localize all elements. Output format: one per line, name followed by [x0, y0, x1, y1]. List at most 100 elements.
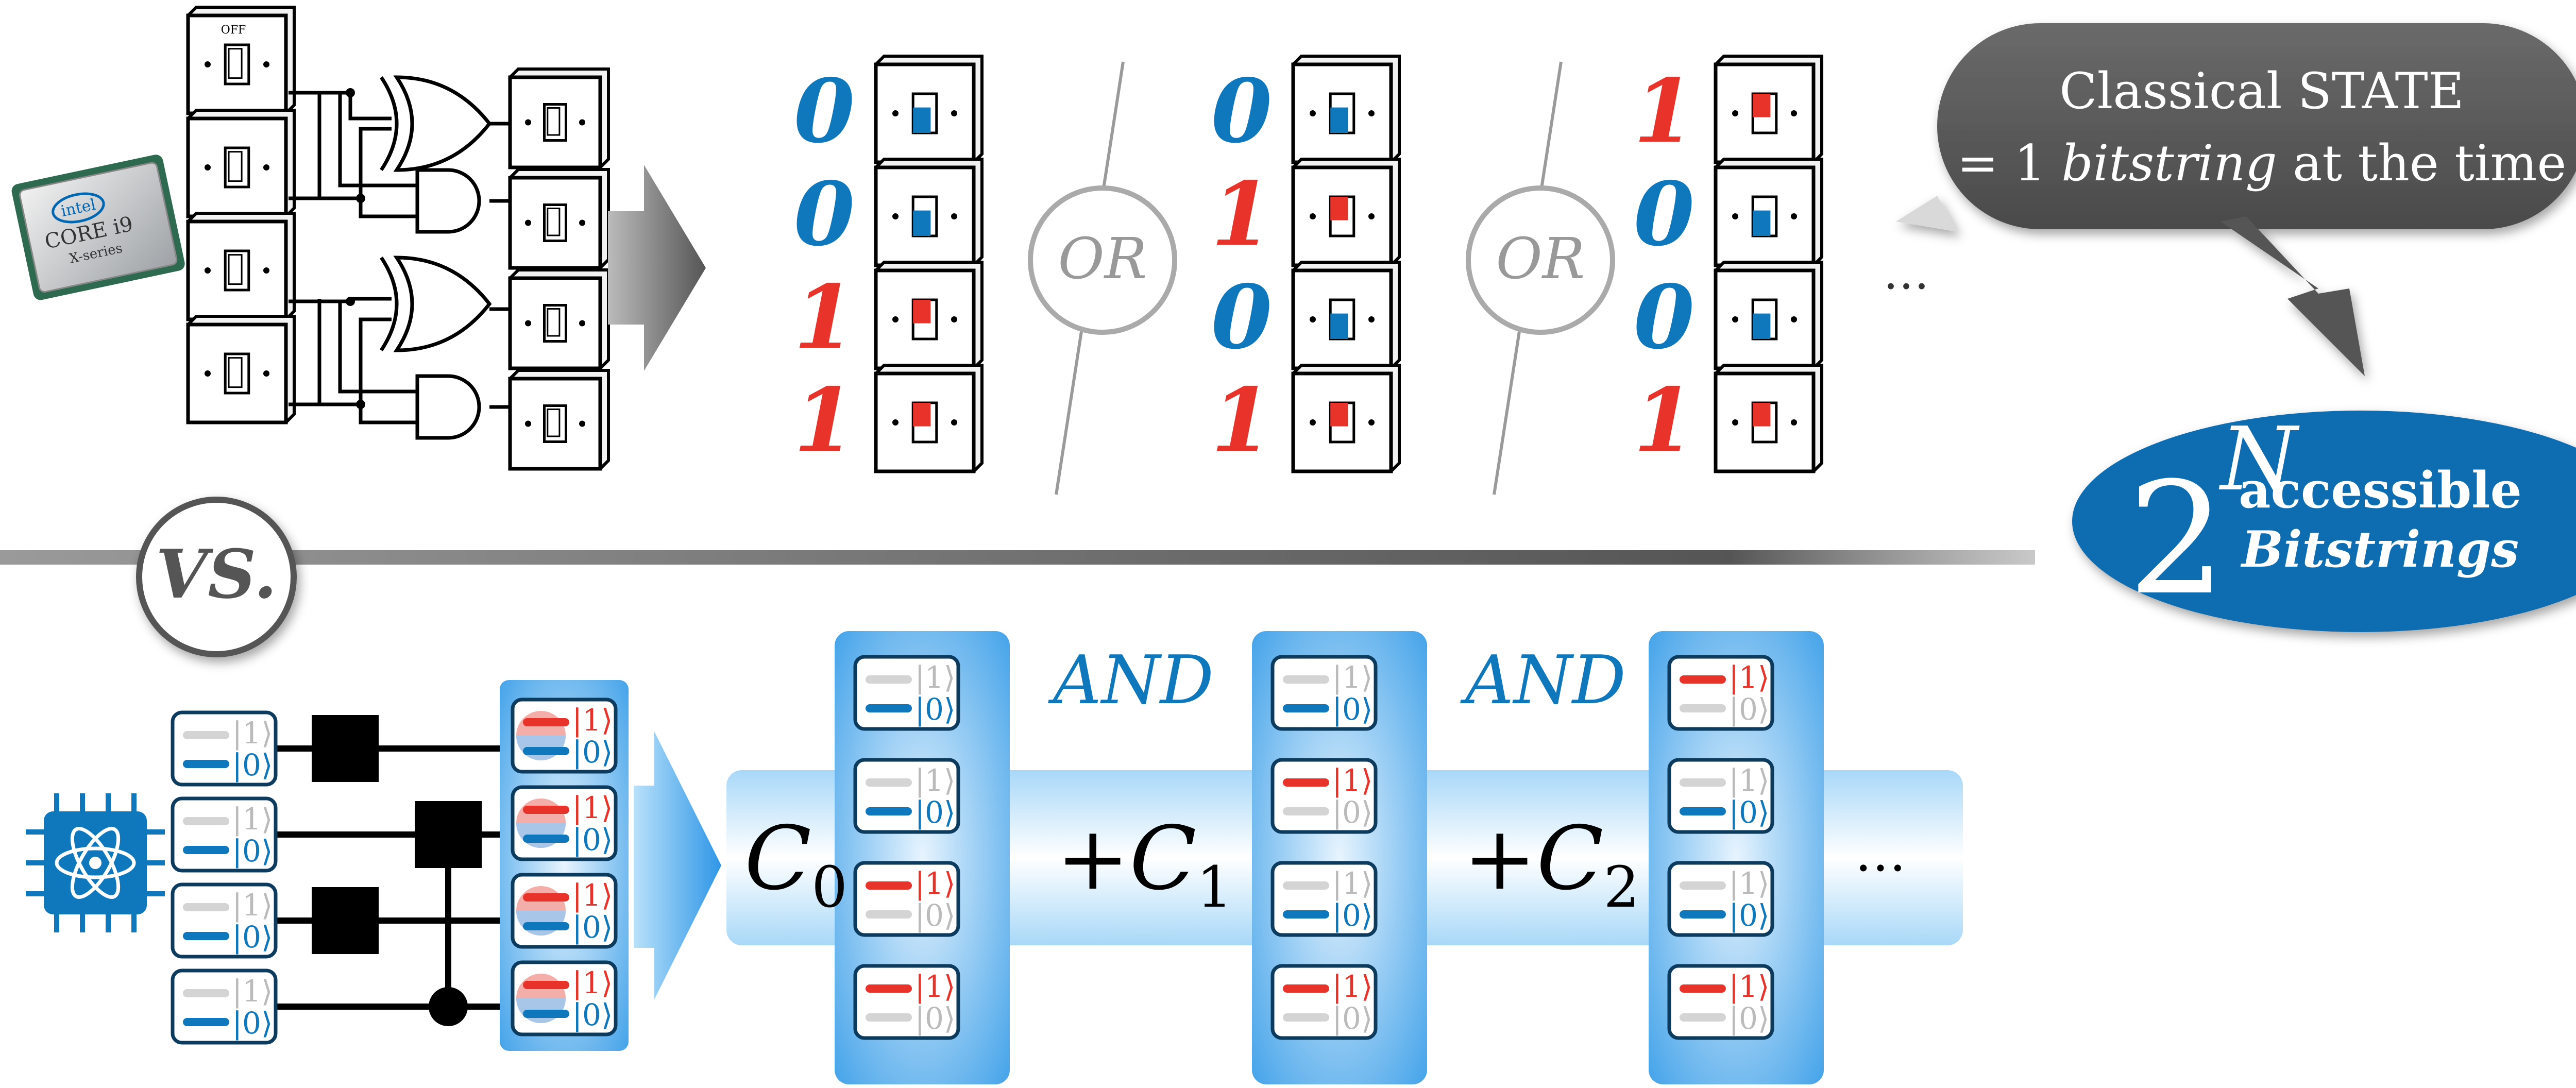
- bit-digit: 0: [1634, 163, 1694, 266]
- input-qubit: |1⟩|0⟩: [171, 796, 278, 873]
- superposed-qubit: |1⟩|0⟩: [511, 960, 618, 1036]
- output-qubits: |1⟩|0⟩|1⟩|0⟩|1⟩|0⟩|1⟩|0⟩: [511, 698, 618, 1036]
- ket-one-label: |1⟩: [1728, 763, 1769, 798]
- classical-arrow-icon: [608, 165, 706, 371]
- ket-one-label: |1⟩: [914, 763, 955, 798]
- input-switch: [186, 212, 296, 321]
- ket-one-label: |1⟩: [914, 969, 955, 1004]
- quantum-gate-box: [415, 801, 482, 868]
- accessible-bitstrings-ellipse: [2072, 411, 2576, 632]
- and-gate: [415, 168, 481, 440]
- or-label-1: OR: [1058, 226, 1147, 292]
- bit-digit: 1: [794, 266, 855, 369]
- basis-qubit: |1⟩|0⟩: [1270, 861, 1378, 937]
- state-switch: [1291, 55, 1401, 164]
- or-separator-1: OR: [1028, 61, 1177, 495]
- state-switch: [1714, 158, 1823, 267]
- bit-digit: 1: [1634, 369, 1694, 472]
- ket-one-label: |1⟩: [572, 703, 613, 738]
- output-switch: [508, 67, 610, 169]
- speech-bubble-line2: = 1 bitstring at the time: [1957, 134, 2567, 192]
- ket-zero-label: |0⟩: [232, 1006, 273, 1041]
- output-switch: [508, 168, 610, 270]
- ket-zero-label: |0⟩: [1728, 898, 1769, 933]
- superposition-columns: |1⟩|0⟩|1⟩|0⟩|1⟩|0⟩|1⟩|0⟩|1⟩|0⟩|1⟩|0⟩|1⟩|…: [835, 631, 1824, 1084]
- ket-one-label: |1⟩: [1728, 660, 1769, 695]
- classical-state-speech-bubble: [1896, 23, 2576, 376]
- superposed-qubit: |1⟩|0⟩: [511, 873, 618, 949]
- basis-qubit: |1⟩|0⟩: [853, 861, 960, 937]
- bit-digit: 0: [1211, 266, 1272, 369]
- ket-zero-label: |0⟩: [914, 795, 955, 830]
- basis-qubit: |1⟩|0⟩: [1270, 964, 1378, 1040]
- bit-digit: 1: [1211, 369, 1272, 472]
- classical-section: intel CORE i9 X-series OFF: [11, 6, 2576, 632]
- ket-zero-label: |0⟩: [914, 692, 955, 727]
- quantum-circuit-wires: [273, 745, 510, 1010]
- ket-one-label: |1⟩: [232, 888, 273, 923]
- bit-digit: 0: [794, 60, 855, 163]
- ket-one-label: |1⟩: [1728, 969, 1769, 1004]
- ket-zero-label: |0⟩: [914, 1001, 955, 1036]
- ket-zero-label: |0⟩: [1728, 1001, 1769, 1036]
- ket-zero-label: |0⟩: [232, 920, 273, 955]
- ket-zero-label: |0⟩: [572, 735, 613, 770]
- ket-one-label: |1⟩: [572, 878, 613, 913]
- input-switch: [186, 315, 296, 424]
- output-switches: [508, 67, 610, 471]
- state-switch: [1714, 55, 1823, 164]
- ket-zero-label: |0⟩: [914, 898, 955, 933]
- bit-digit: 1: [794, 369, 855, 472]
- basis-qubit: |1⟩|0⟩: [1667, 655, 1774, 731]
- bit-digit: 0: [1211, 60, 1272, 163]
- basis-qubit: |1⟩|0⟩: [853, 964, 960, 1040]
- quantum-chip-icon: [26, 793, 165, 932]
- ket-zero-label: |0⟩: [1332, 1001, 1372, 1036]
- ket-zero-label: |0⟩: [1332, 692, 1372, 727]
- input-switch: [186, 6, 296, 115]
- output-switch: [508, 369, 610, 471]
- quantum-arrow-icon: [634, 732, 721, 999]
- basis-qubit: |1⟩|0⟩: [1667, 861, 1774, 937]
- ket-one-label: |1⟩: [572, 965, 613, 1000]
- input-qubit: |1⟩|0⟩: [171, 710, 278, 787]
- and-label: AND: [1048, 641, 1214, 719]
- basis-qubit: |1⟩|0⟩: [853, 655, 960, 731]
- ket-zero-label: |0⟩: [572, 910, 613, 945]
- state-switch: [1714, 364, 1823, 473]
- bit-digit: 1: [1634, 60, 1694, 163]
- quantum-section: |1⟩|0⟩|1⟩|0⟩|1⟩|0⟩|1⟩|0⟩ |1⟩|0⟩|1⟩|0⟩|1⟩…: [26, 631, 1963, 1084]
- vs-label: VS.: [156, 535, 277, 614]
- ket-one-label: |1⟩: [1332, 866, 1372, 901]
- ket-zero-label: |0⟩: [1728, 692, 1769, 727]
- or-label-2: OR: [1496, 226, 1585, 292]
- superposition-ellipsis: …: [1855, 823, 1906, 883]
- ket-zero-label: |0⟩: [572, 997, 613, 1032]
- ket-one-label: |1⟩: [1728, 866, 1769, 901]
- ket-zero-label: |0⟩: [232, 834, 273, 869]
- state-switch: [874, 55, 984, 164]
- state-switch: [874, 261, 984, 370]
- ket-one-label: |1⟩: [1332, 660, 1372, 695]
- ket-one-label: |1⟩: [572, 790, 613, 825]
- ket-one-label: |1⟩: [914, 660, 955, 695]
- logic-gate-circuit: [289, 91, 510, 424]
- quantum-gates: [312, 715, 482, 1026]
- bit-digit: 0: [794, 163, 855, 266]
- basis-qubit: |1⟩|0⟩: [1667, 758, 1774, 834]
- superposition-coefficient: C0: [744, 808, 848, 920]
- xor-gate: [380, 75, 492, 352]
- quantum-gate-box: [312, 887, 379, 954]
- state-switch: [1291, 158, 1401, 267]
- ket-one-label: |1⟩: [1332, 763, 1372, 798]
- input-qubits: |1⟩|0⟩|1⟩|0⟩|1⟩|0⟩|1⟩|0⟩: [171, 710, 278, 1045]
- state-switch: [1714, 261, 1823, 370]
- ket-zero-label: |0⟩: [1332, 898, 1372, 933]
- ket-one-label: |1⟩: [232, 974, 273, 1009]
- ellipse-exponent: N: [2218, 409, 2300, 511]
- superposed-qubit: |1⟩|0⟩: [511, 698, 618, 774]
- basis-qubit: |1⟩|0⟩: [1270, 655, 1378, 731]
- input-qubit: |1⟩|0⟩: [171, 968, 278, 1045]
- basis-qubit: |1⟩|0⟩: [853, 758, 960, 834]
